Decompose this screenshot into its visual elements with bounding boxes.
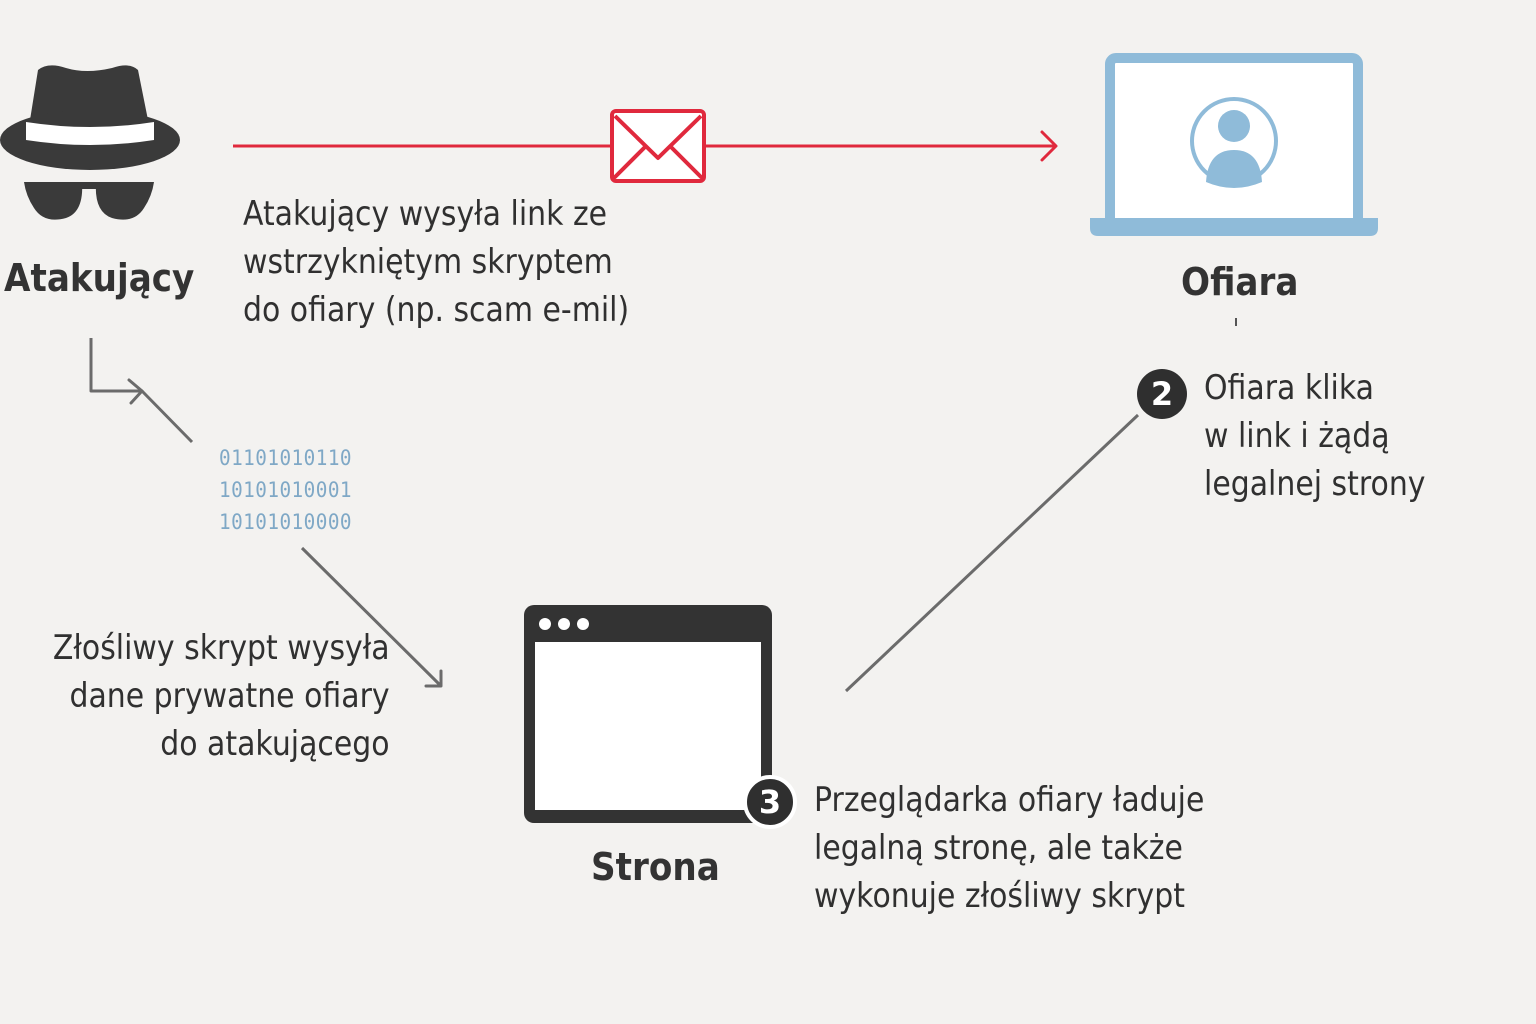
step-1-line: do ofiary (np. scam e-mil) [243, 290, 630, 330]
step-2-line: legalnej strony [1204, 464, 1426, 504]
step-3-line: Przeglądarka ofiary ładuje [814, 780, 1205, 820]
spy-hat-glasses-icon [0, 65, 180, 220]
step-3-line: legalną stronę, ale także [814, 828, 1183, 868]
step-2-line: w link i żądą [1204, 416, 1390, 456]
envelope-icon [610, 109, 706, 183]
send-link-arrow [233, 130, 1058, 162]
request-connector [844, 413, 1140, 693]
website-label: Strona [591, 845, 720, 889]
step-3-description: Przeglądarka ofiary ładuje legalną stron… [814, 776, 1204, 920]
binary-line: 10101010001 [219, 478, 353, 502]
step-1-description: Atakujący wysyła link ze wstrzykniętym s… [243, 190, 629, 334]
step-4-description: Złośliwy skrypt wysyła dane prywatne ofi… [53, 624, 390, 768]
binary-data: 01101010110 10101010001 10101010000 [219, 442, 352, 538]
binary-line: 10101010000 [219, 510, 353, 534]
step-2-description: Ofiara klika w link i żądą legalnej stro… [1204, 364, 1425, 508]
laptop-user-icon [1090, 53, 1378, 236]
attacker-label: Atakujący [4, 256, 195, 300]
step-1-line: Atakujący wysyła link ze [243, 194, 608, 234]
step-4-line: Złośliwy skrypt wysyła [53, 628, 390, 668]
browser-window-icon [524, 605, 772, 823]
binary-line: 01101010110 [219, 446, 353, 470]
step-4-line: do atakującego [160, 724, 390, 764]
victim-label: Ofiara [1181, 260, 1299, 304]
step-1-line: wstrzykniętym skryptem [243, 242, 613, 282]
step-2-line: Ofiara klika [1204, 368, 1374, 408]
step-3-line: wykonuje złośliwy skrypt [814, 876, 1185, 916]
step-4-line: dane prywatne ofiary [69, 676, 391, 716]
exfiltration-connector-top [89, 338, 194, 444]
step-2-badge: 2 [1137, 369, 1187, 419]
exfiltration-arrow [300, 546, 443, 688]
step-3-badge: 3 [743, 775, 797, 829]
